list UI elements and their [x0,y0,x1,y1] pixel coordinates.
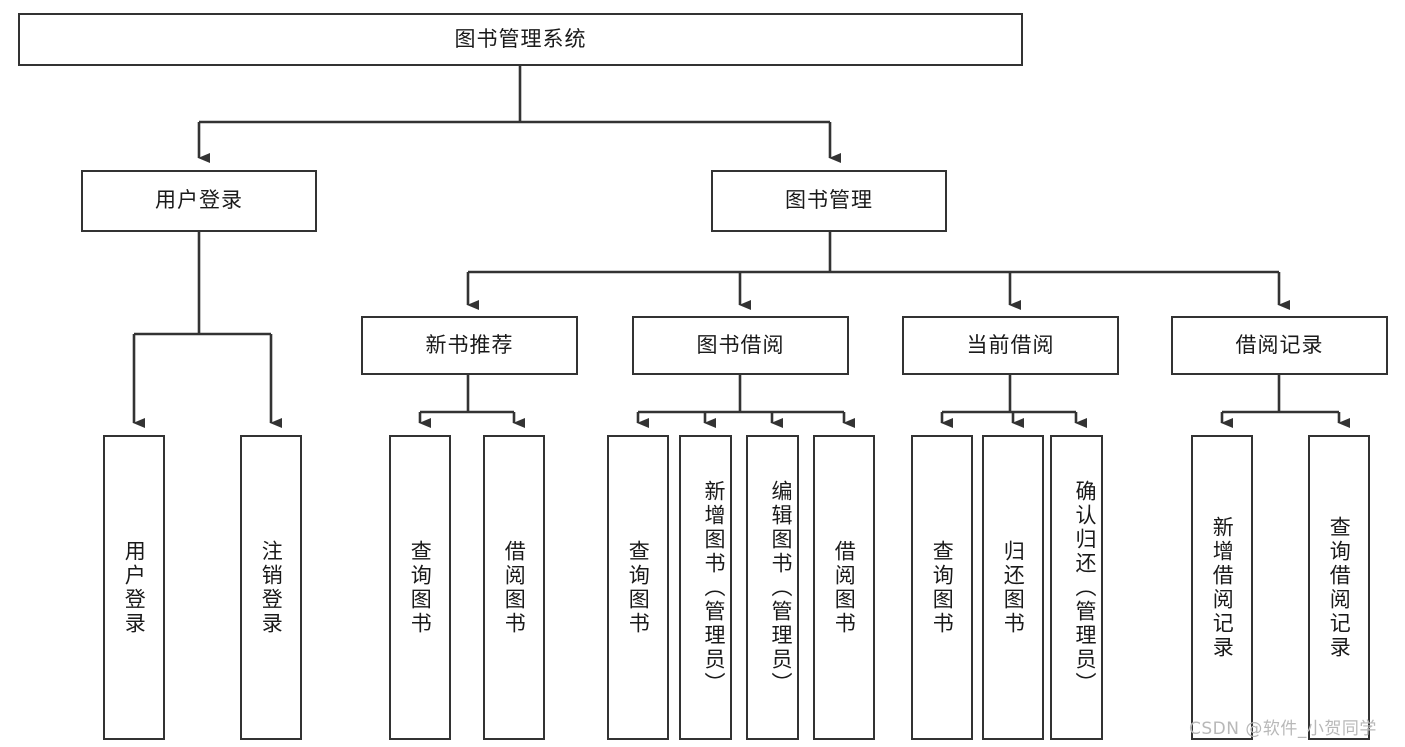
node-leaf-borrow-book-1[interactable]: 借阅图书 [483,435,545,740]
node-leaf-query-book-1-label: 查询图书 [408,539,433,636]
node-current-borrow[interactable]: 当前借阅 [902,316,1119,375]
node-leaf-borrow-book-2[interactable]: 借阅图书 [813,435,875,740]
node-leaf-edit-book-label: 编辑图书（管理员） [769,479,793,696]
node-root[interactable]: 图书管理系统 [18,13,1023,66]
node-leaf-logout[interactable]: 注销登录 [240,435,302,740]
node-leaf-edit-book[interactable]: 编辑图书（管理员） [746,435,799,740]
node-borrow-record[interactable]: 借阅记录 [1171,316,1388,375]
node-user-login-label: 用户登录 [155,188,243,213]
node-root-label: 图书管理系统 [454,26,587,51]
node-leaf-add-record-label: 新增借阅记录 [1210,515,1235,660]
node-leaf-query-book-2[interactable]: 查询图书 [607,435,669,740]
node-leaf-add-book[interactable]: 新增图书（管理员） [679,435,732,740]
node-leaf-query-book-2-label: 查询图书 [626,539,651,636]
watermark: CSDN @软件_小贺同学 [1189,719,1377,739]
node-borrow-record-label: 借阅记录 [1235,332,1324,357]
node-new-book-recommend-label: 新书推荐 [425,332,514,357]
node-leaf-query-book-3-label: 查询图书 [930,539,955,636]
node-leaf-add-record[interactable]: 新增借阅记录 [1191,435,1253,740]
node-leaf-query-book-3[interactable]: 查询图书 [911,435,973,740]
node-leaf-return-book[interactable]: 归还图书 [982,435,1044,740]
node-leaf-query-record[interactable]: 查询借阅记录 [1308,435,1370,740]
node-leaf-borrow-book-1-label: 借阅图书 [502,539,527,636]
node-leaf-logout-label: 注销登录 [259,539,284,636]
node-leaf-query-record-label: 查询借阅记录 [1327,515,1352,660]
node-leaf-add-book-label: 新增图书（管理员） [702,479,726,696]
node-leaf-borrow-book-2-label: 借阅图书 [832,539,857,636]
node-current-borrow-label: 当前借阅 [966,332,1055,357]
node-leaf-user-login[interactable]: 用户登录 [103,435,165,740]
node-leaf-confirm-return-label: 确认归还（管理员） [1073,479,1097,696]
node-leaf-query-book-1[interactable]: 查询图书 [389,435,451,740]
node-book-management[interactable]: 图书管理 [711,170,947,232]
node-leaf-user-login-label: 用户登录 [122,539,147,636]
node-book-borrow-label: 图书借阅 [696,332,785,357]
node-leaf-confirm-return[interactable]: 确认归还（管理员） [1050,435,1103,740]
node-new-book-recommend[interactable]: 新书推荐 [361,316,578,375]
node-book-borrow[interactable]: 图书借阅 [632,316,849,375]
node-book-management-label: 图书管理 [785,188,873,213]
node-user-login[interactable]: 用户登录 [81,170,317,232]
node-leaf-return-book-label: 归还图书 [1001,539,1026,636]
